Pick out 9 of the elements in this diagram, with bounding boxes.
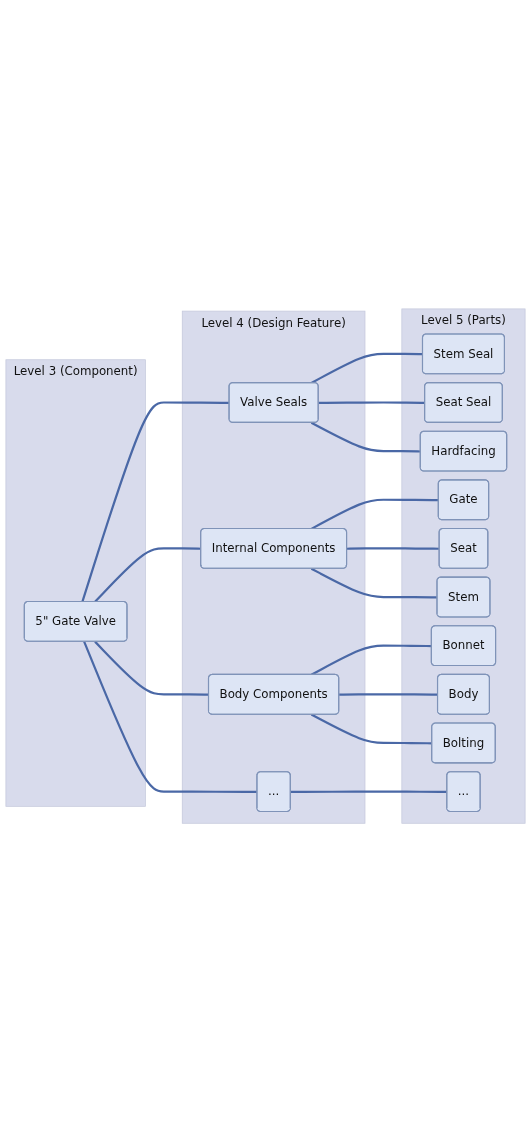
- connector: [318, 401, 425, 404]
- connector: [94, 640, 209, 696]
- connector: [346, 547, 440, 550]
- connector: [310, 498, 439, 530]
- connector: [81, 401, 230, 603]
- connector: [310, 421, 421, 453]
- connector: [339, 693, 438, 696]
- connector: [310, 352, 423, 384]
- connector: [310, 644, 432, 676]
